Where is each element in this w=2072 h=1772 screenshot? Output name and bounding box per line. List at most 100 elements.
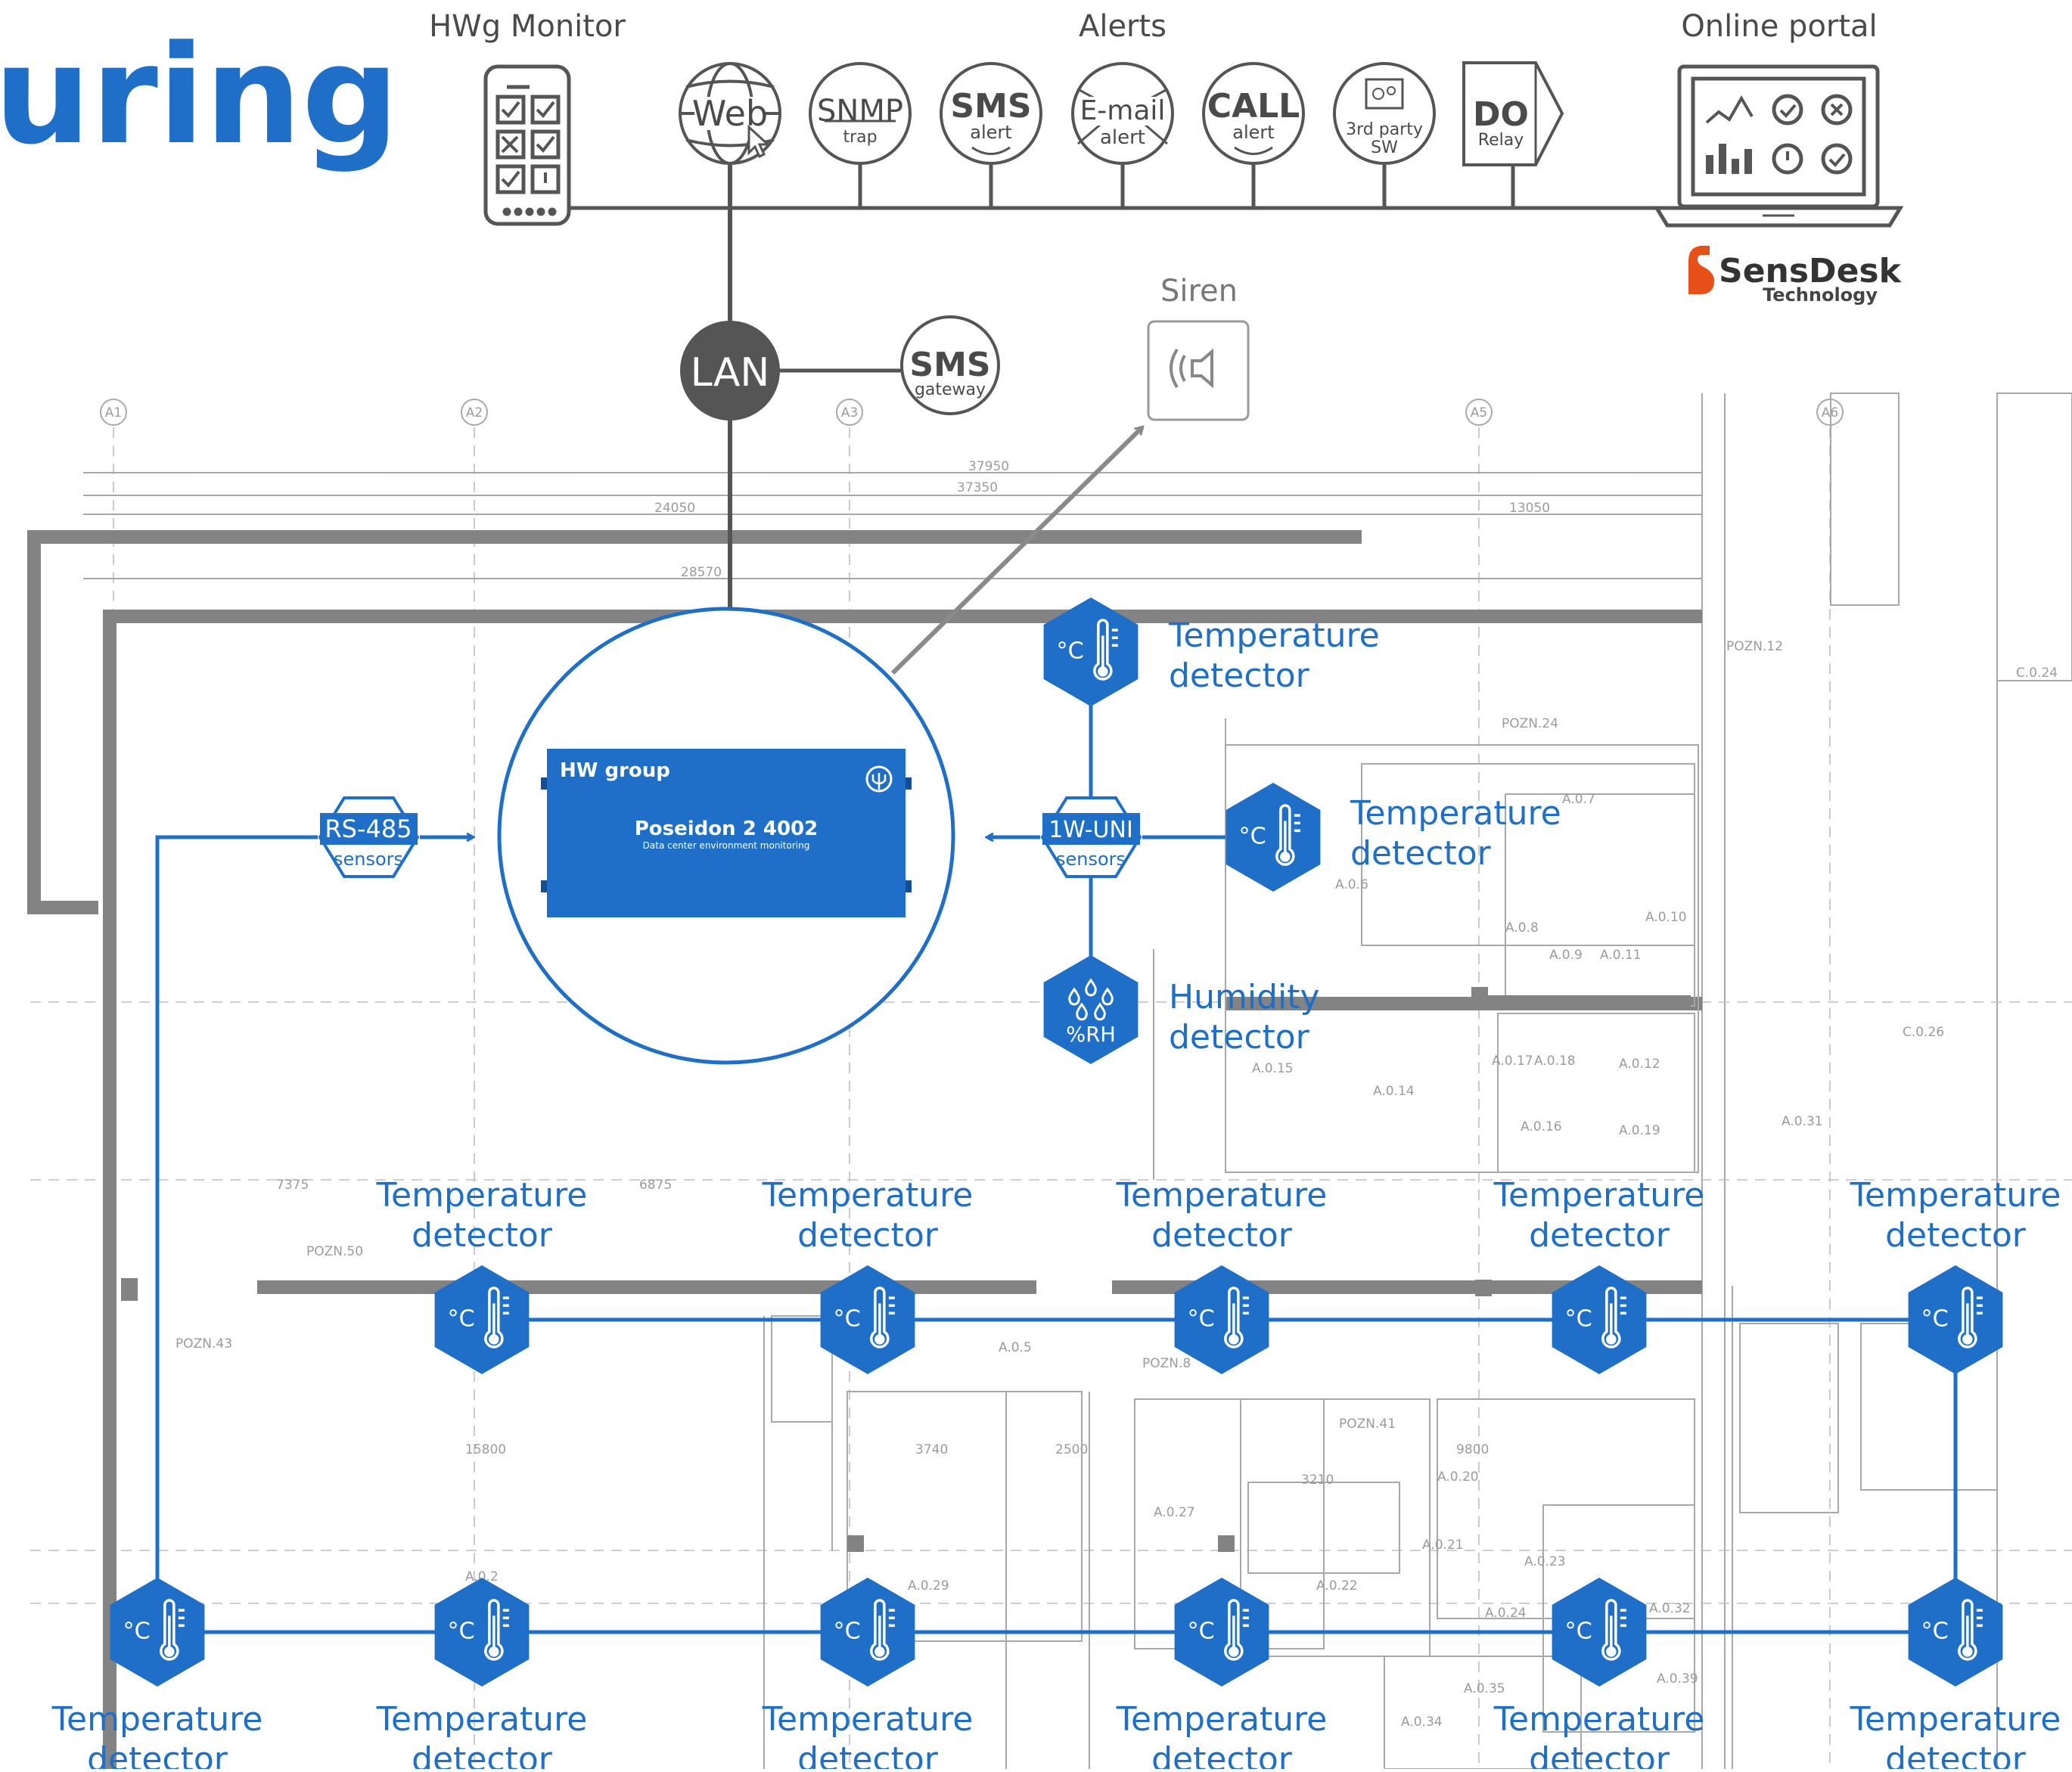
sensor-detector-label: detector [412,1216,553,1255]
room-label: A.0.39 [1657,1671,1698,1687]
sensor-detector-label: detector [797,1740,939,1769]
sensor-type-label: Temperature [762,1176,974,1215]
siren-arrow [890,427,1142,675]
sensor-detector-label: detector [1169,656,1310,695]
thermometer-icon [484,1599,509,1661]
brand-sub: Technology [1763,284,1878,306]
temperature-sensor-icon[interactable]: °C [1908,1578,2003,1687]
note-label: POZN.8 [1142,1356,1191,1371]
room-label: A.0.5 [999,1340,1032,1355]
room-label: A.0.16 [1521,1119,1562,1134]
temperature-sensor-icon[interactable]: °C [820,1578,915,1687]
room-label: A.0.6 [1335,877,1368,892]
room-labels: A.0.5 A.0.6 A.0.7 A.0.8 A.0.9 A.0.10 A.0… [465,666,2058,1730]
sensor-detector-label: detector [87,1740,228,1769]
room-label: A.0.11 [1600,948,1642,963]
temperature-sensor-icon[interactable]: °C [110,1578,205,1687]
gears-icon [1365,78,1404,110]
thermometer-icon [1224,1599,1249,1661]
celsius-unit: °C [448,1306,475,1333]
temperature-sensor-icon[interactable]: °C [434,1578,530,1687]
room-label: A.0.18 [1534,1054,1576,1069]
hexagon-shape [1908,1578,2003,1687]
celsius-unit: °C [834,1306,861,1333]
laptop-icon[interactable] [1653,64,1904,228]
axis-label: A3 [841,405,858,421]
hexagon-shape [820,1578,915,1687]
sensor-detector-label: detector [1151,1740,1293,1769]
temperature-sensor-icon[interactable]: °C [820,1265,915,1374]
siren-node[interactable] [1147,320,1250,421]
room-label: A.0.31 [1782,1114,1823,1129]
humidity-sensor-icon[interactable]: %RH [1043,955,1139,1064]
sensor-detector-label: detector [1151,1216,1293,1255]
room-label: A.0.34 [1401,1715,1443,1730]
hwg-monitor-label: HWg Monitor [429,9,626,44]
onewire-label: 1W-UNI [1048,817,1133,843]
room-label: A.0.17 [1492,1054,1533,1069]
sensor-detector-label: detector [412,1740,553,1769]
do-relay-icon[interactable]: DO Relay [1462,61,1564,166]
call-alert-icon[interactable]: CALL alert [1202,62,1305,165]
sensor-type-label: Temperature [51,1700,263,1739]
lan-node[interactable]: LAN [680,321,780,421]
rh-unit: %RH [1066,1023,1116,1047]
web-label: Web [692,93,768,134]
note-label: POZN.12 [1726,639,1783,654]
cursor-icon [747,124,771,159]
do-label: DO [1473,95,1529,134]
device-name: Poseidon 2 4002 [635,818,818,840]
sms-gateway-node[interactable]: SMS gateway [900,315,1000,415]
temperature-sensor-icon[interactable]: °C [1225,783,1321,892]
hexagon-shape [1908,1265,2003,1374]
temperature-sensor-icon[interactable]: °C [1043,597,1139,706]
celsius-unit: °C [834,1618,861,1645]
poseidon-device[interactable]: HW group Poseidon 2 4002 Data center env… [541,749,912,917]
third-party-sw-icon[interactable]: 3rd party SW [1333,62,1436,165]
temperature-sensor-icon[interactable]: °C [1552,1265,1647,1374]
note-label: POZN.41 [1339,1417,1396,1432]
temperature-sensor-icon[interactable]: °C [1174,1265,1269,1374]
lan-label: LAN [691,350,770,396]
sensor-layer: °C °C %RH °C °C °C °C °C °C °C °C °C °C °C [110,597,2003,1687]
sensor-type-label: Temperature [376,1176,588,1215]
sensor-detector-label: detector [1350,834,1492,873]
rs485-sensors-badge[interactable]: RS-485 sensors [318,796,420,878]
sensor-detector-label: detector [1885,1740,2027,1769]
temperature-sensor-icon[interactable]: °C [1552,1578,1647,1687]
thermometer-icon [1601,1286,1626,1348]
hexagon-shape [1174,1578,1269,1687]
thermometer-icon [1275,804,1300,866]
room-label: A.0.19 [1619,1123,1660,1138]
sms-alert-icon[interactable]: SMS alert [940,62,1042,165]
room-label: A.0.12 [1619,1057,1660,1072]
rs485-label: RS-485 [325,815,412,843]
onewire-sensors-badge[interactable]: 1W-UNI sensors [1040,796,1142,878]
online-portal-label: Online portal [1681,9,1877,44]
sms-alert-label: SMS [950,87,1031,126]
hexagon-shape [1043,955,1139,1064]
snmp-trap-icon[interactable]: SNMP trap [809,62,912,165]
axis-label: A5 [1471,405,1487,421]
sensdesk-logo: SensDesk Technology [1688,246,1903,306]
celsius-unit: °C [1565,1618,1592,1645]
temperature-sensor-icon[interactable]: °C [1908,1265,2003,1374]
temperature-sensor-icon[interactable]: °C [1174,1578,1269,1687]
room-label: C.0.24 [2016,666,2058,681]
email-alert-icon[interactable]: E-mail alert [1071,62,1174,165]
sms-gateway-label: SMS [909,346,990,384]
sensor-type-label: Temperature [1116,1700,1328,1739]
sensor-detector-label: detector [1169,1018,1310,1057]
temperature-sensor-icon[interactable]: °C [434,1265,530,1374]
sms-gateway-sub: gateway [915,380,986,399]
thermometer-icon [1224,1286,1249,1348]
room-label: A.0.35 [1464,1681,1505,1696]
